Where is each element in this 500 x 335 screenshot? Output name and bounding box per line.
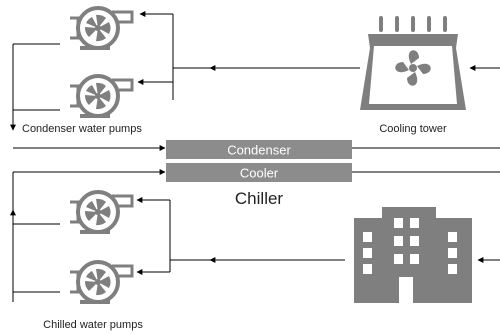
chilled-loop-lines <box>10 169 500 302</box>
cooling-tower-icon <box>360 16 466 110</box>
chiller-label: Chiller <box>235 189 284 208</box>
condenser-label: Condenser <box>227 143 291 158</box>
cooling-tower-label: Cooling tower <box>379 123 447 135</box>
cooler-bar <box>166 163 352 182</box>
pump-icon <box>68 190 134 236</box>
chilled-pumps-label: Chilled water pumps <box>43 319 143 331</box>
condenser-bar <box>166 140 352 159</box>
cooler-label: Cooler <box>240 166 279 181</box>
condenser-loop-lines <box>10 11 500 151</box>
pump-icon <box>68 74 134 120</box>
condenser-pumps-label: Condenser water pumps <box>22 123 142 135</box>
pump-icon <box>68 260 134 306</box>
fan-icon <box>395 50 431 86</box>
pump-icon <box>68 6 134 52</box>
building-icon <box>354 207 472 303</box>
